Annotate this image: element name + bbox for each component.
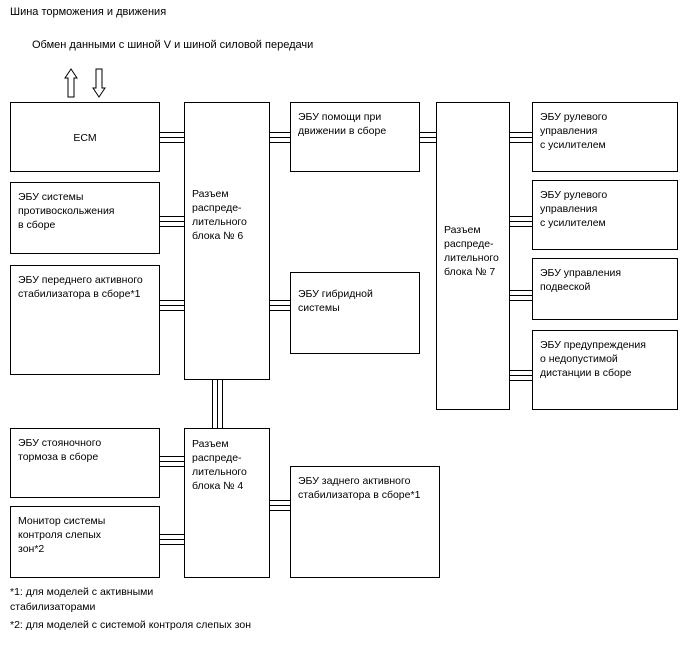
connector <box>420 142 436 143</box>
connector <box>160 300 184 301</box>
connector <box>420 132 436 133</box>
connector <box>160 310 184 311</box>
box-rear-stabilizer-ecu-label: ЭБУ заднего активного стабилизатора в сб… <box>298 475 421 501</box>
arrow-down-icon <box>92 68 106 98</box>
connector <box>160 221 184 222</box>
connector <box>510 290 532 291</box>
connector <box>160 534 184 535</box>
connector <box>270 505 290 506</box>
connector <box>160 544 184 545</box>
box-front-stabilizer-ecu: ЭБУ переднего активного стабилизатора в … <box>10 265 160 375</box>
connector <box>222 380 223 428</box>
footnote-2: *2: для моделей с системой контроля слеп… <box>10 619 252 631</box>
connector <box>510 221 532 222</box>
box-ecm-label: ECM <box>73 132 97 144</box>
arrow-up-icon <box>64 68 78 98</box>
box-suspension-ecu: ЭБУ управления подвеской <box>532 258 678 320</box>
box-drive-assist-ecu: ЭБУ помощи при движении в сборе <box>290 102 420 172</box>
box-power-steering-ecu-1-label: ЭБУ рулевого управления с усилителем <box>540 111 608 151</box>
connector <box>270 132 290 133</box>
connector <box>510 137 532 138</box>
connector <box>510 132 532 133</box>
box-parking-brake-ecu: ЭБУ стояночного тормоза в сборе <box>10 428 160 498</box>
box-junction-block-7: Разъем распреде- лительного блока № 7 <box>436 102 510 410</box>
connector <box>510 375 532 376</box>
connector <box>212 380 213 428</box>
box-front-stabilizer-ecu-label: ЭБУ переднего активного стабилизатора в … <box>18 274 143 300</box>
connector <box>270 137 290 138</box>
connector <box>270 310 290 311</box>
connector <box>160 305 184 306</box>
box-parking-brake-ecu-label: ЭБУ стояночного тормоза в сборе <box>18 437 102 463</box>
connector <box>270 300 290 301</box>
box-ecm: ECM <box>10 102 160 172</box>
connector <box>160 456 184 457</box>
footnote-1: *1: для моделей с активными стабилизатор… <box>10 586 154 613</box>
connector <box>160 137 184 138</box>
connector <box>510 226 532 227</box>
box-junction-block-6-label: Разъем распреде- лительного блока № 6 <box>192 188 247 242</box>
box-hybrid-system-ecu-label: ЭБУ гибридной системы <box>298 288 373 314</box>
box-distance-warning-ecu: ЭБУ предупреждения о недопустимой дистан… <box>532 330 678 410</box>
diagram-subtitle: Обмен данными с шиной V и шиной силовой … <box>32 39 314 51</box>
connector <box>270 142 290 143</box>
box-junction-block-4-label: Разъем распреде- лительного блока № 4 <box>192 438 247 492</box>
box-rear-stabilizer-ecu: ЭБУ заднего активного стабилизатора в сб… <box>290 466 440 578</box>
connector <box>217 380 218 428</box>
connector <box>510 380 532 381</box>
connector <box>270 500 290 501</box>
page-title: Шина торможения и движения <box>10 6 167 18</box>
box-blind-spot-monitor-label: Монитор системы контроля слепых зон*2 <box>18 515 106 555</box>
connector <box>510 370 532 371</box>
connector <box>510 300 532 301</box>
connector <box>160 142 184 143</box>
connector <box>160 539 184 540</box>
box-abs-ecu-label: ЭБУ системы противоскольжения в сборе <box>18 191 115 231</box>
connector <box>160 216 184 217</box>
box-junction-block-6: Разъем распреде- лительного блока № 6 <box>184 102 270 380</box>
box-power-steering-ecu-2-label: ЭБУ рулевого управления с усилителем <box>540 189 608 229</box>
box-power-steering-ecu-1: ЭБУ рулевого управления с усилителем <box>532 102 678 172</box>
connector <box>420 137 436 138</box>
connector <box>160 132 184 133</box>
box-abs-ecu: ЭБУ системы противоскольжения в сборе <box>10 182 160 254</box>
connector <box>160 461 184 462</box>
box-distance-warning-ecu-label: ЭБУ предупреждения о недопустимой дистан… <box>540 339 646 379</box>
box-junction-block-7-label: Разъем распреде- лительного блока № 7 <box>444 224 499 278</box>
box-drive-assist-ecu-label: ЭБУ помощи при движении в сборе <box>298 111 387 137</box>
box-blind-spot-monitor: Монитор системы контроля слепых зон*2 <box>10 506 160 578</box>
connector <box>270 510 290 511</box>
connector <box>510 295 532 296</box>
box-suspension-ecu-label: ЭБУ управления подвеской <box>540 267 622 293</box>
box-junction-block-4: Разъем распреде- лительного блока № 4 <box>184 428 270 578</box>
connector <box>270 305 290 306</box>
connector <box>510 142 532 143</box>
box-power-steering-ecu-2: ЭБУ рулевого управления с усилителем <box>532 180 678 250</box>
connector <box>510 216 532 217</box>
box-hybrid-system-ecu: ЭБУ гибридной системы <box>290 272 420 354</box>
connector <box>160 466 184 467</box>
connector <box>160 226 184 227</box>
